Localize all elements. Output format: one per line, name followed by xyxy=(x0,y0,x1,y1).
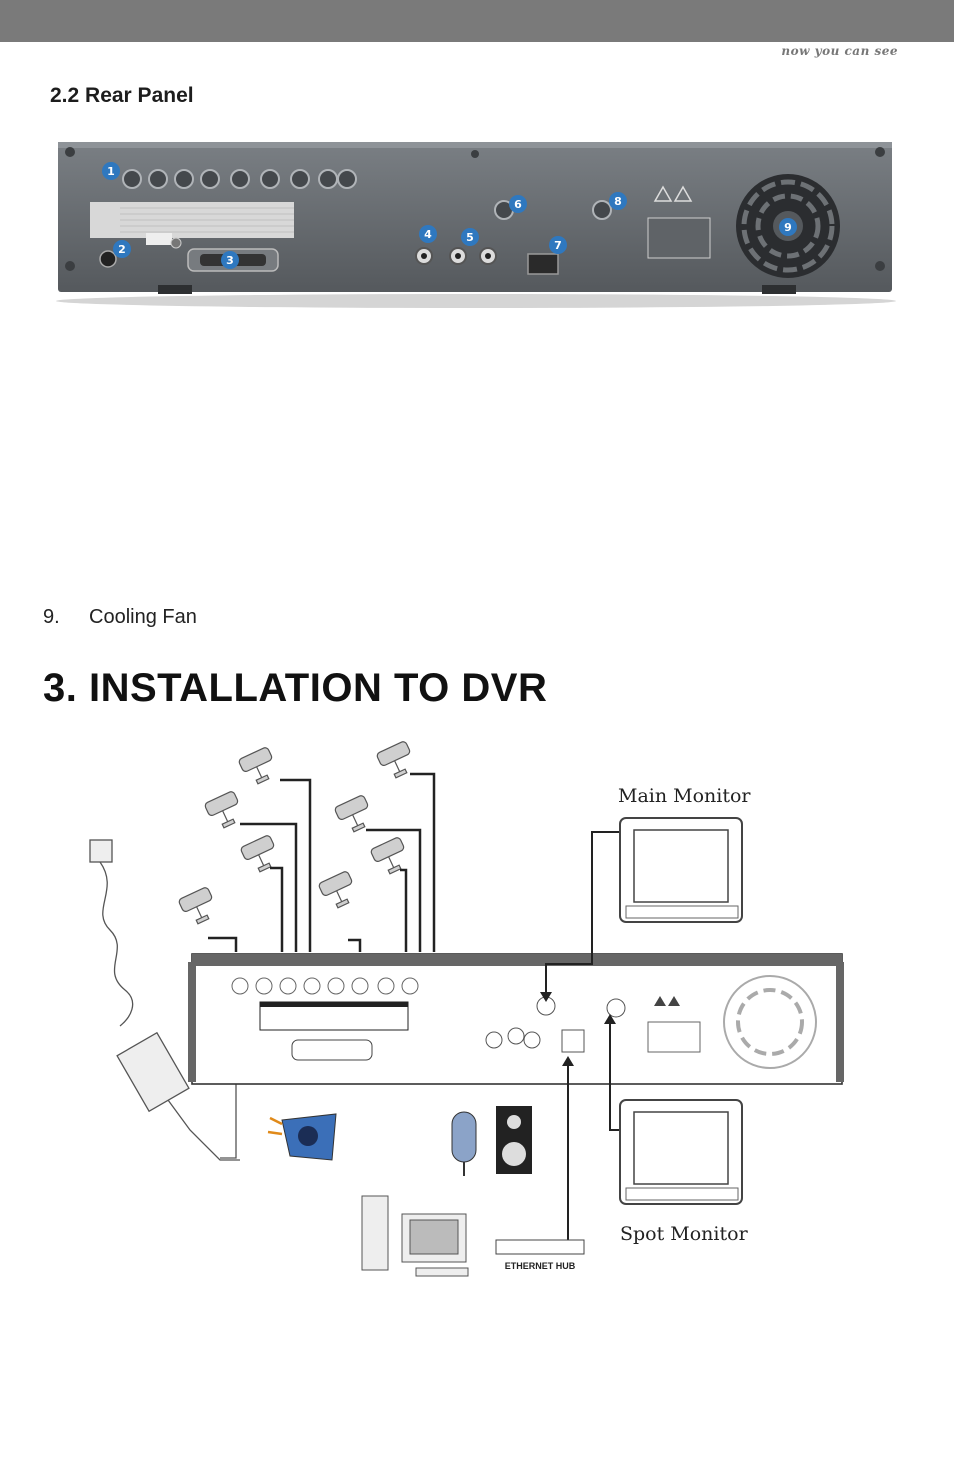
microphone-icon xyxy=(451,1111,477,1176)
callout-8: 8 xyxy=(609,192,627,210)
callout-2: 2 xyxy=(113,240,131,258)
hub-label: ETHERNET HUB xyxy=(505,1261,576,1271)
svg-text:1: 1 xyxy=(107,165,115,178)
warning-icon xyxy=(653,185,673,202)
computer-icon xyxy=(361,1195,469,1277)
callout-1: 1 xyxy=(102,162,120,180)
svg-text:7: 7 xyxy=(554,239,562,252)
svg-text:3: 3 xyxy=(226,254,234,267)
installation-diagram: Main Monitor Spot Monitor ETHERNET HUB xyxy=(89,741,844,1277)
callout-5: 5 xyxy=(461,228,479,246)
list-item-number: 9. xyxy=(43,606,60,628)
svg-text:5: 5 xyxy=(466,231,474,244)
spot-out-connector xyxy=(592,200,612,220)
dc-in-jack xyxy=(99,250,117,268)
callout-3: 3 xyxy=(221,251,239,269)
alarm-sensor-icon xyxy=(267,1113,337,1161)
camera-cables xyxy=(208,772,436,952)
header-bar xyxy=(0,0,954,42)
dvr-unit xyxy=(188,953,844,1085)
list-item-label: Cooling Fan xyxy=(89,606,197,628)
video-in-connectors xyxy=(122,169,357,189)
page-title: 3. INSTALLATION TO DVR xyxy=(43,666,548,710)
camera-icons xyxy=(178,741,411,925)
spot-monitor-label: Spot Monitor xyxy=(620,1223,749,1245)
svg-text:6: 6 xyxy=(514,198,522,211)
speaker-icon xyxy=(496,1106,532,1174)
list-item: 9. Cooling Fan xyxy=(43,606,197,629)
svg-text:9: 9 xyxy=(784,221,792,234)
section-heading: 2.2 Rear Panel xyxy=(50,84,194,107)
svg-text:2: 2 xyxy=(118,243,126,256)
brand-tagline: now you can see xyxy=(781,44,898,58)
warning-icon xyxy=(654,996,680,1006)
svg-text:8: 8 xyxy=(614,195,622,208)
callout-4: 4 xyxy=(419,225,437,243)
callout-6: 6 xyxy=(509,195,527,213)
callout-7: 7 xyxy=(549,236,567,254)
svg-text:4: 4 xyxy=(424,228,432,241)
main-monitor: Main Monitor xyxy=(618,785,751,923)
power-adapter xyxy=(89,839,240,1161)
ethernet-hub: ETHERNET HUB xyxy=(495,1239,585,1271)
warning-icon xyxy=(673,185,693,202)
spot-monitor: Spot Monitor xyxy=(619,1099,749,1245)
callout-9: 9 xyxy=(779,218,797,236)
main-monitor-label: Main Monitor xyxy=(618,785,751,807)
ethernet-port xyxy=(527,253,559,275)
rear-panel-image: 1 2 3 4 5 6 7 8 9 xyxy=(56,142,896,308)
